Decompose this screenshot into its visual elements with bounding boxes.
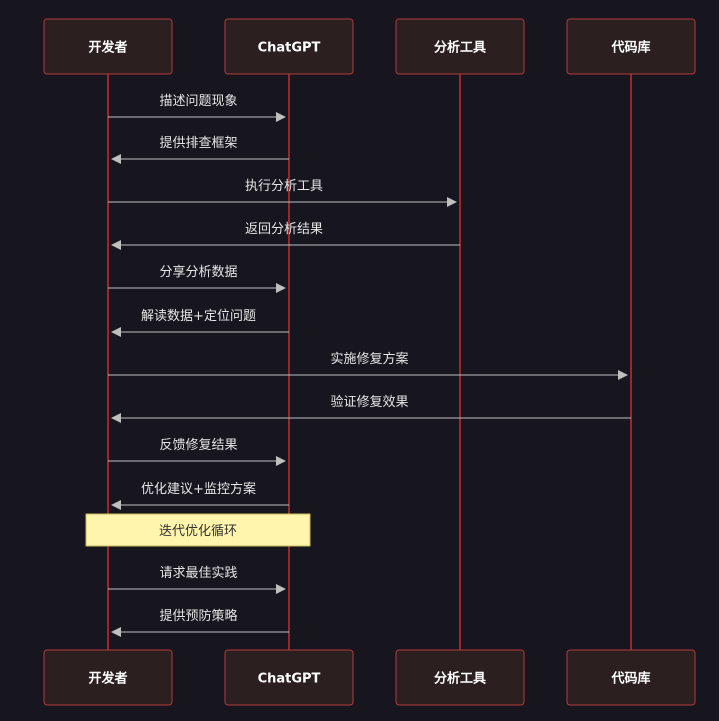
message-label-8: 验证修复效果 [330,394,408,410]
participant-box-gpt-top [224,18,354,75]
participant-box-dev-bottom [43,649,173,706]
participant-box-tool-bottom [395,649,525,706]
participant-box-repo-top [566,18,696,75]
message-label-11: 请求最佳实践 [159,566,237,581]
message-label-7: 实施修复方案 [330,351,408,367]
participant-box-repo-bottom [566,649,696,706]
message-label-5: 分享分析数据 [159,264,237,280]
participant-label-gpt-top: ChatGPT [258,41,321,56]
message-label-9: 反馈修复结果 [159,438,237,453]
participant-label-repo-bottom: 代码库 [610,671,650,687]
note-box [85,513,311,547]
message-label-2: 提供排查框架 [159,135,237,151]
participant-label-dev-bottom: 开发者 [88,671,127,687]
participant-box-tool-top [395,18,525,75]
participant-label-dev-top: 开发者 [88,40,127,56]
participant-label-gpt-bottom: ChatGPT [258,672,321,687]
participant-label-tool-top: 分析工具 [434,40,486,56]
note-label: 迭代优化循环 [159,524,237,539]
message-label-6: 解读数据+定位问题 [141,309,256,324]
message-label-4: 返回分析结果 [245,222,323,237]
message-label-10: 优化建议+监控方案 [141,481,256,497]
participant-label-tool-bottom: 分析工具 [434,671,486,687]
message-label-1: 描述问题现象 [159,94,237,109]
message-label-12: 提供预防策略 [159,608,237,624]
participant-box-dev-top [43,18,173,75]
participant-box-gpt-bottom [224,649,354,706]
participant-label-repo-top: 代码库 [610,40,650,56]
message-label-3: 执行分析工具 [245,179,323,194]
